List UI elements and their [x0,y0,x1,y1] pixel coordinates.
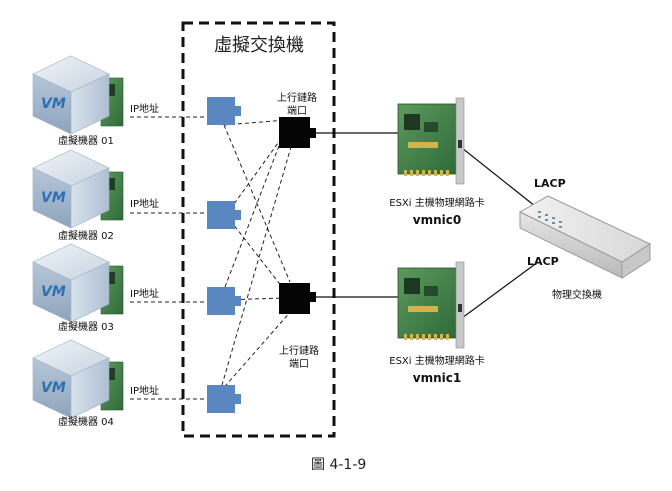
virtual-port-4 [207,385,241,413]
vm-label-02: 虛擬機器 02 [58,231,114,242]
uplink-ports [279,117,316,314]
vm-logo: VM [41,380,66,396]
vm-logo: VM [41,96,66,112]
virtual-port-1 [207,97,241,125]
ip-label-02: IP地址 [130,199,159,210]
physical-nic-0 [397,97,465,185]
physical-nic-1 [397,261,465,349]
vm-label-01: 虛擬機器 01 [58,136,114,147]
vm-port-links [130,116,207,400]
cable-nic0-switch [461,147,541,211]
physical-switch [518,195,652,279]
ip-label-04: IP地址 [130,386,159,397]
vm-logo: VM [41,190,66,206]
physical-cables [315,132,541,319]
port-uplink-links [219,119,294,393]
vm-cube-4: VM [32,339,124,419]
vm-logo: VM [41,284,66,300]
cable-nic1-switch [461,261,539,319]
virtual-port-2 [207,201,241,229]
vm-label-04: 虛擬機器 04 [58,417,114,428]
lacp-label-top: LACP [534,177,566,190]
physical-switch-label: 物理交換機 [552,290,602,301]
vm-cube-2: VM [32,149,124,229]
vm-cube-1: VM [32,55,124,135]
figure-caption: 圖 4-1-9 [311,457,367,473]
ip-label-01: IP地址 [130,104,159,115]
switch-port-leds [538,211,562,228]
uplink-label-2: 上行鏈路端口 [279,346,319,370]
virtual-switch-title: 虛擬交換機 [214,35,304,56]
ip-label-03: IP地址 [130,289,159,300]
vm-cube-3: VM [32,243,124,323]
uplink-label-1: 上行鏈路端口 [277,93,317,117]
lacp-label-bottom: LACP [527,255,559,268]
virtual-port-3 [207,287,241,315]
uplink-port-1 [279,117,316,148]
uplink-port-2 [279,283,316,314]
virtual-switch-boundary [181,21,336,438]
vm-label-03: 虛擬機器 03 [58,322,114,333]
